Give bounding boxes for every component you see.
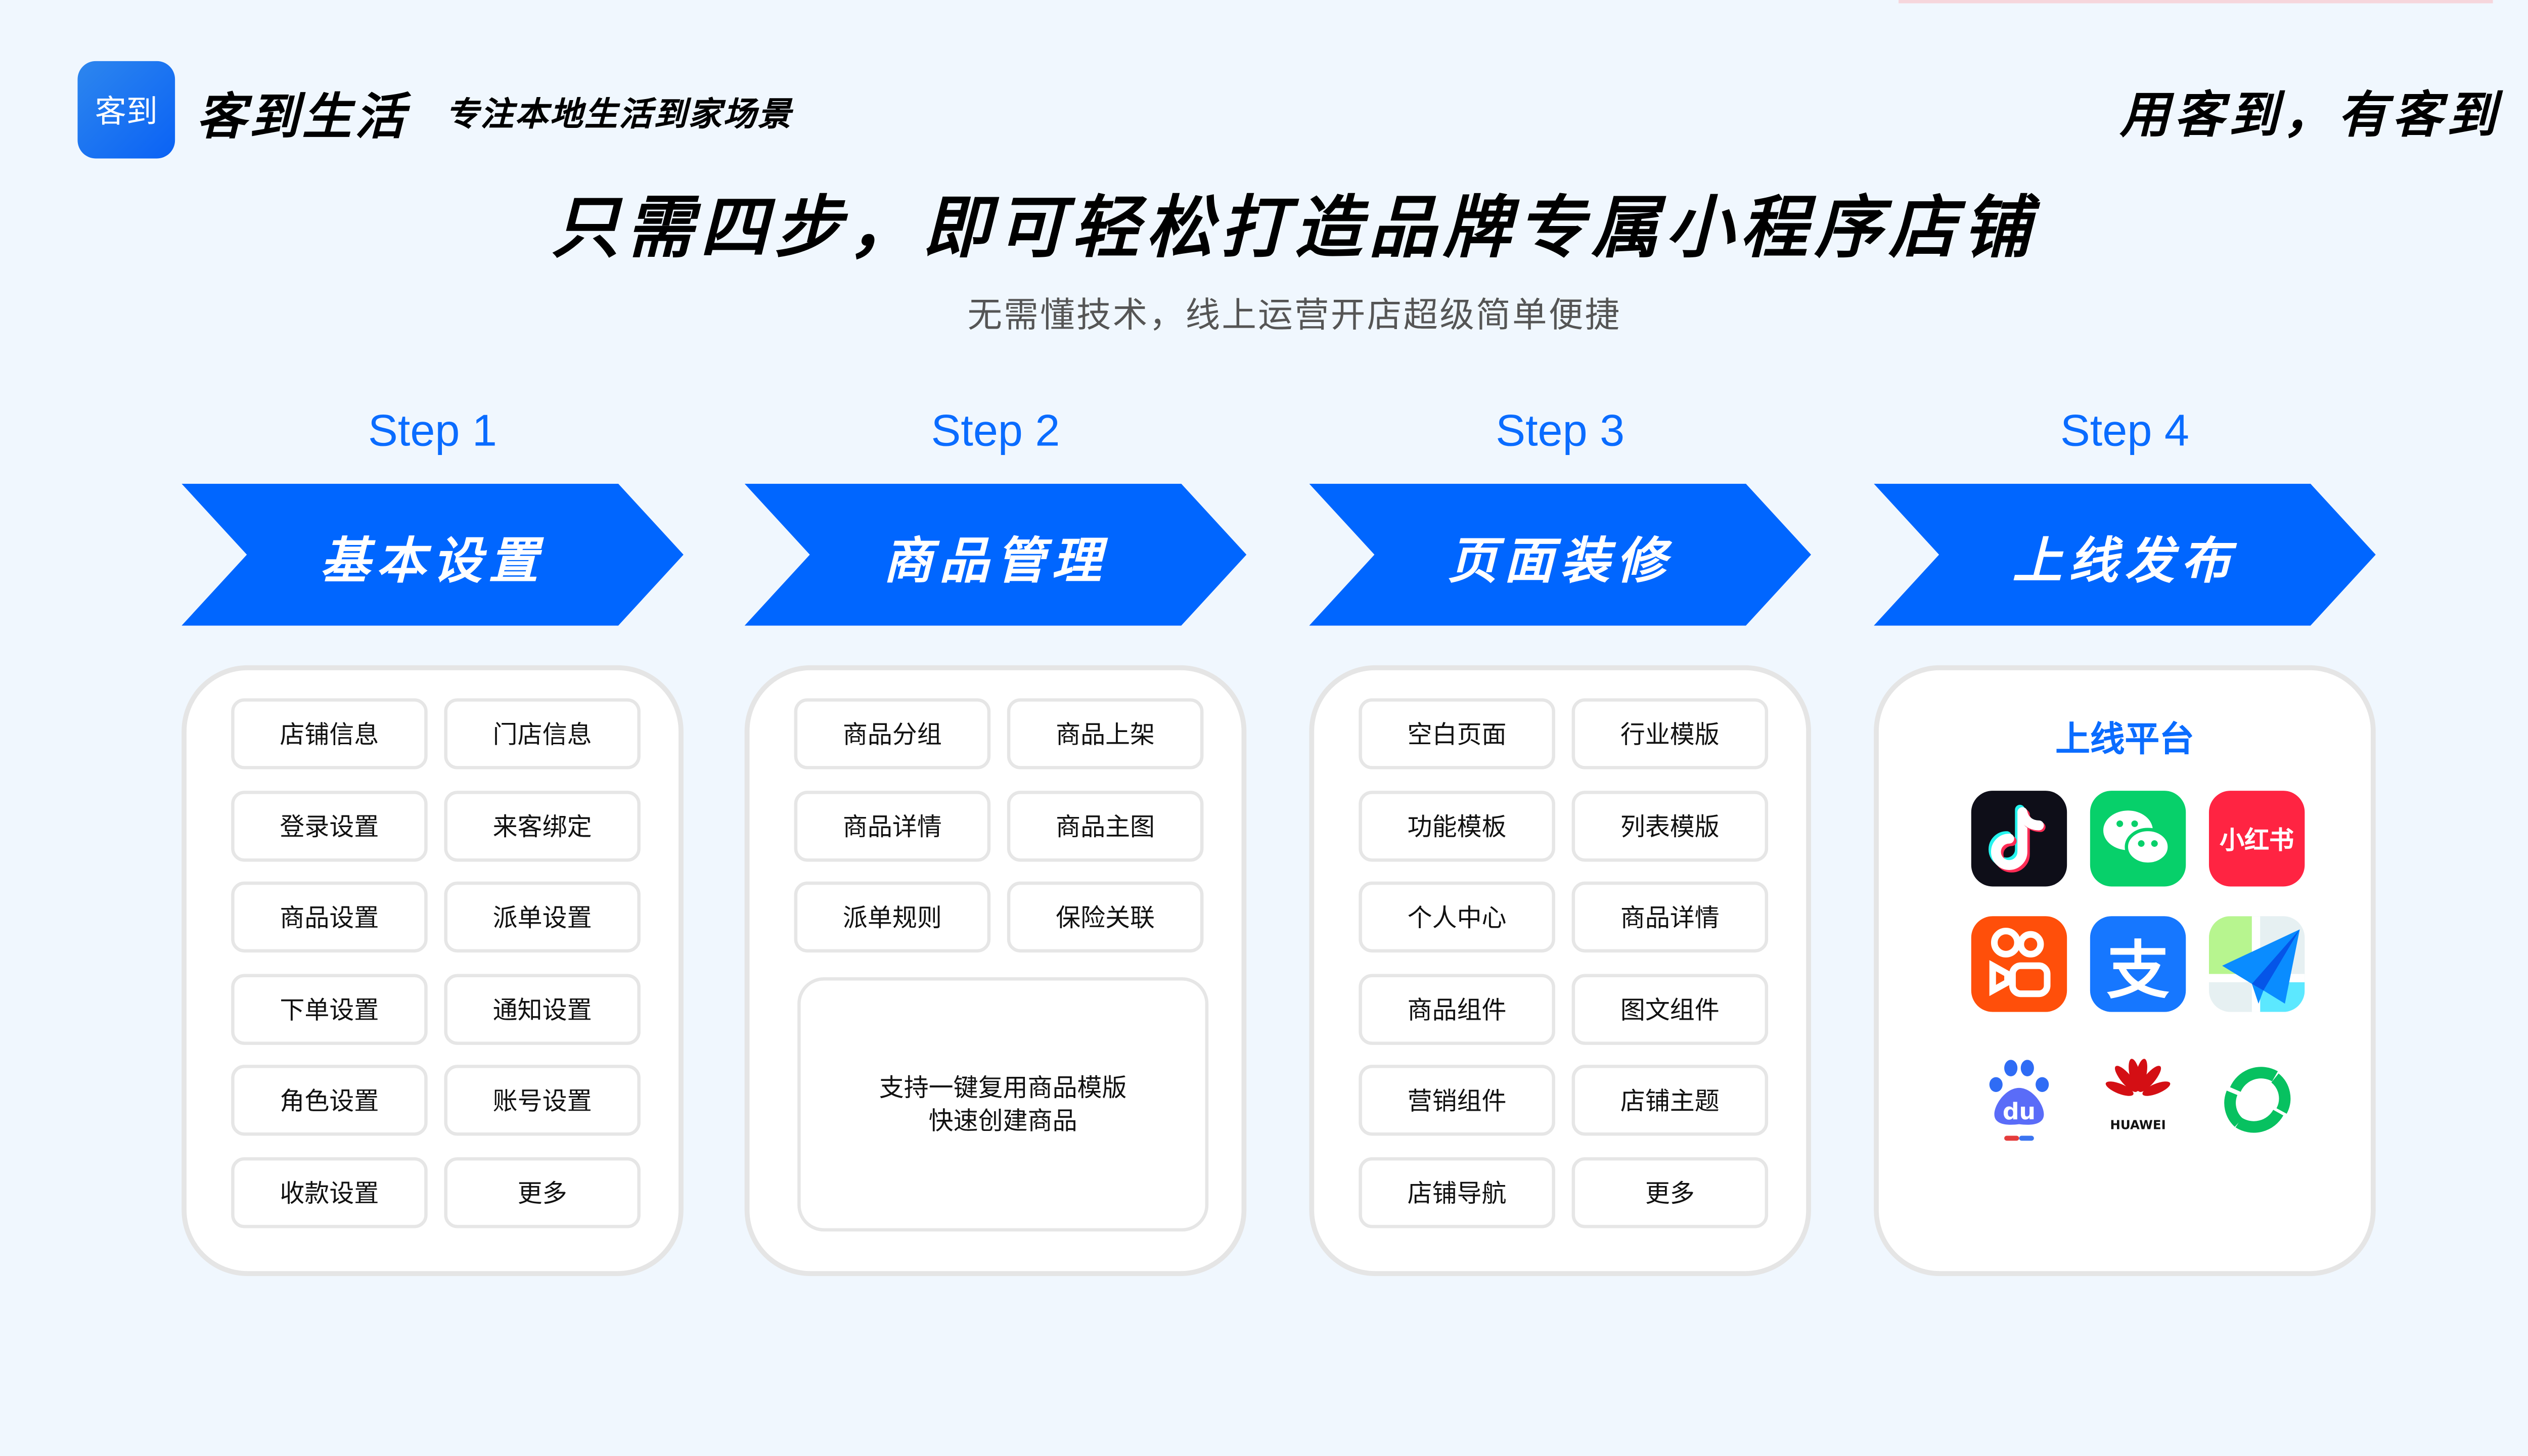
setting-button[interactable]: 派单规则 bbox=[794, 881, 991, 953]
setting-button[interactable]: 角色设置 bbox=[231, 1065, 428, 1136]
step-card: 支持一键复用商品模版 快速创建商品 商品分组商品上架商品详情商品主图派单规则保险… bbox=[744, 665, 1247, 1277]
step-column-3: Step 3 页面装修 空白页面行业模版功能模板列表模版个人中心商品详情商品组件… bbox=[1309, 0, 1812, 1456]
setting-button[interactable]: 更多 bbox=[444, 1156, 641, 1227]
step-banner: 页面装修 bbox=[1309, 483, 1812, 626]
setting-button[interactable]: 空白页面 bbox=[1359, 698, 1555, 769]
setting-button[interactable]: 收款设置 bbox=[231, 1156, 428, 1227]
step-label: Step 2 bbox=[931, 406, 1060, 456]
note-line: 支持一键复用商品模版 bbox=[879, 1073, 1127, 1103]
brand-name: 客到生活 bbox=[196, 89, 408, 147]
step-banner: 上线发布 bbox=[1874, 483, 2376, 626]
setting-button[interactable]: 保险关联 bbox=[1007, 881, 1204, 953]
kuaishou-icon bbox=[1971, 916, 2067, 1012]
step-column-1: Step 1 基本设置 店铺信息门店信息登录设置来客绑定商品设置派单设置下单设置… bbox=[182, 0, 684, 1456]
setting-button[interactable]: 商品分组 bbox=[794, 698, 991, 769]
setting-button[interactable]: 功能模板 bbox=[1359, 790, 1555, 861]
page-title: 只需四步，即可轻松打造品牌专属小程序店铺 bbox=[551, 188, 2038, 267]
setting-button[interactable]: 商品组件 bbox=[1359, 973, 1555, 1044]
step-card: 上线平台 小红书 支 du HUAWEI bbox=[1874, 665, 2376, 1277]
xiaohongshu-icon: 小红书 bbox=[2208, 791, 2305, 887]
setting-button[interactable]: 通知设置 bbox=[444, 973, 641, 1044]
setting-button[interactable]: 商品主图 bbox=[1007, 790, 1204, 861]
setting-button[interactable]: 图文组件 bbox=[1571, 973, 1769, 1044]
step-label: Step 3 bbox=[1496, 406, 1625, 456]
step-banner: 基本设置 bbox=[182, 483, 684, 626]
setting-button[interactable]: 商品详情 bbox=[1571, 881, 1769, 953]
setting-button[interactable]: 登录设置 bbox=[231, 790, 428, 861]
step-label: Step 1 bbox=[368, 406, 497, 456]
page-subtitle: 无需懂技术，线上运营开店超级简单便捷 bbox=[967, 295, 1621, 335]
brand-slogan: 专注本地生活到家场景 bbox=[445, 94, 793, 134]
logo-text: 客到 bbox=[95, 94, 158, 130]
setting-button[interactable]: 下单设置 bbox=[231, 973, 428, 1044]
step-banner: 商品管理 bbox=[744, 483, 1247, 626]
douyin-icon bbox=[1971, 791, 2067, 887]
amap-icon bbox=[2208, 916, 2305, 1012]
note-line: 快速创建商品 bbox=[928, 1106, 1077, 1136]
step-column-4: Step 4 上线发布 上线平台 小红书 支 du bbox=[1874, 0, 2376, 1456]
setting-button[interactable]: 商品设置 bbox=[231, 881, 428, 953]
motto: 用客到，有客到 bbox=[2119, 87, 2501, 146]
setting-button[interactable]: 商品上架 bbox=[1007, 698, 1204, 769]
logo: 客到 bbox=[77, 61, 175, 159]
alipay-icon: 支 bbox=[2090, 916, 2186, 1012]
setting-button[interactable]: 来客绑定 bbox=[444, 790, 641, 861]
setting-button[interactable]: 商品详情 bbox=[794, 790, 991, 861]
step-name: 页面装修 bbox=[1448, 533, 1673, 591]
setting-button[interactable]: 派单设置 bbox=[444, 881, 641, 953]
step-label: Step 4 bbox=[2060, 406, 2189, 456]
step-name: 上线发布 bbox=[2012, 533, 2237, 591]
wechat-miniprogram-icon bbox=[2209, 1053, 2305, 1149]
huawei-text: HUAWEI bbox=[2110, 1117, 2165, 1132]
setting-button[interactable]: 店铺信息 bbox=[231, 698, 428, 769]
baidu-icon: du bbox=[1971, 1053, 2067, 1149]
huawei-icon: HUAWEI bbox=[2090, 1053, 2186, 1149]
setting-button[interactable]: 更多 bbox=[1571, 1156, 1769, 1227]
platform-title: 上线平台 bbox=[2055, 719, 2194, 760]
xhs-text: 小红书 bbox=[2220, 825, 2294, 854]
step-card: 店铺信息门店信息登录设置来客绑定商品设置派单设置下单设置通知设置角色设置账号设置… bbox=[182, 665, 684, 1277]
setting-button[interactable]: 营销组件 bbox=[1359, 1065, 1555, 1136]
alipay-text: 支 bbox=[2106, 933, 2170, 1007]
setting-button[interactable]: 个人中心 bbox=[1359, 881, 1555, 953]
top-accent-line bbox=[1899, 0, 2493, 4]
setting-button[interactable]: 店铺导航 bbox=[1359, 1156, 1555, 1227]
step-name: 商品管理 bbox=[883, 533, 1108, 591]
step-card: 空白页面行业模版功能模板列表模版个人中心商品详情商品组件图文组件营销组件店铺主题… bbox=[1309, 665, 1812, 1277]
baidu-text: du bbox=[2003, 1098, 2036, 1125]
step-column-2: Step 2 商品管理 支持一键复用商品模版 快速创建商品 商品分组商品上架商品… bbox=[744, 0, 1247, 1456]
template-reuse-box[interactable]: 支持一键复用商品模版 快速创建商品 bbox=[797, 977, 1209, 1232]
setting-button[interactable]: 门店信息 bbox=[444, 698, 641, 769]
setting-button[interactable]: 列表模版 bbox=[1571, 790, 1769, 861]
setting-button[interactable]: 行业模版 bbox=[1571, 698, 1769, 769]
setting-button[interactable]: 账号设置 bbox=[444, 1065, 641, 1136]
step-name: 基本设置 bbox=[320, 533, 545, 591]
setting-button[interactable]: 店铺主题 bbox=[1571, 1065, 1769, 1136]
wechat-icon bbox=[2090, 791, 2186, 887]
